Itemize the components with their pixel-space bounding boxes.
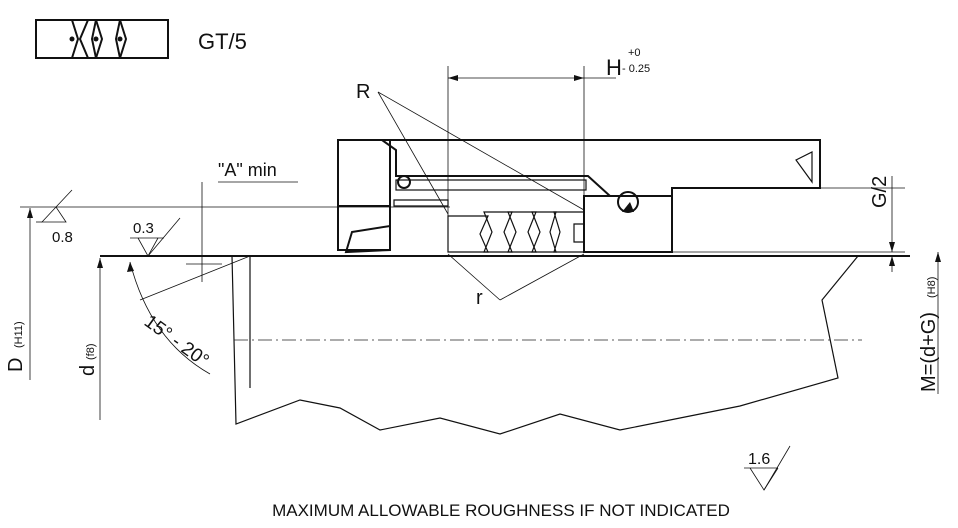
dimension-H [447,66,616,216]
roughness-chamfer-label: 0.3 [133,220,154,237]
roughness-symbol-general [744,445,791,491]
a-min-dimension [186,181,298,282]
radius-R-leader [377,91,585,215]
dimension-G-half-label: G/2 [869,176,891,208]
radius-r-label: r [476,287,483,309]
profile-icon [35,19,169,59]
dimension-H-label: H [606,55,622,80]
dimension-D-label: D [5,358,27,372]
roughness-symbol-chamfer [130,217,181,257]
dimension-M-fit: (H8) [926,277,938,298]
roughness-bore-label: 0.8 [52,229,73,246]
dimension-H-tol-lower: - 0.25 [622,63,650,75]
dimension-M [935,252,941,394]
chamfer-angle-label: 15° - 20° [140,311,213,372]
footnote: MAXIMUM ALLOWABLE ROUGHNESS IF NOT INDIC… [272,501,730,520]
dimension-d [97,258,103,420]
roughness-symbol-bore [36,189,73,223]
chamfer-angle-dimension [127,255,251,375]
dimension-D [27,208,33,380]
rod [100,255,910,435]
radius-r-leader [447,253,585,301]
seal-stack [447,211,585,253]
a-min-label: "A" min [218,160,277,180]
gland-housing [337,139,821,254]
radius-R-label: R [356,81,370,103]
dimension-D-fit: (H11) [13,321,25,348]
dimension-M-label: M=(d+G) [918,312,940,392]
profile-code-label: GT/5 [198,29,247,54]
dimension-H-tol-upper: +0 [628,47,641,59]
dimension-d-label: d [77,365,99,376]
roughness-general-label: 1.6 [748,451,770,468]
dimension-d-fit: (f8) [85,344,97,361]
dimension-G-half [889,176,895,272]
